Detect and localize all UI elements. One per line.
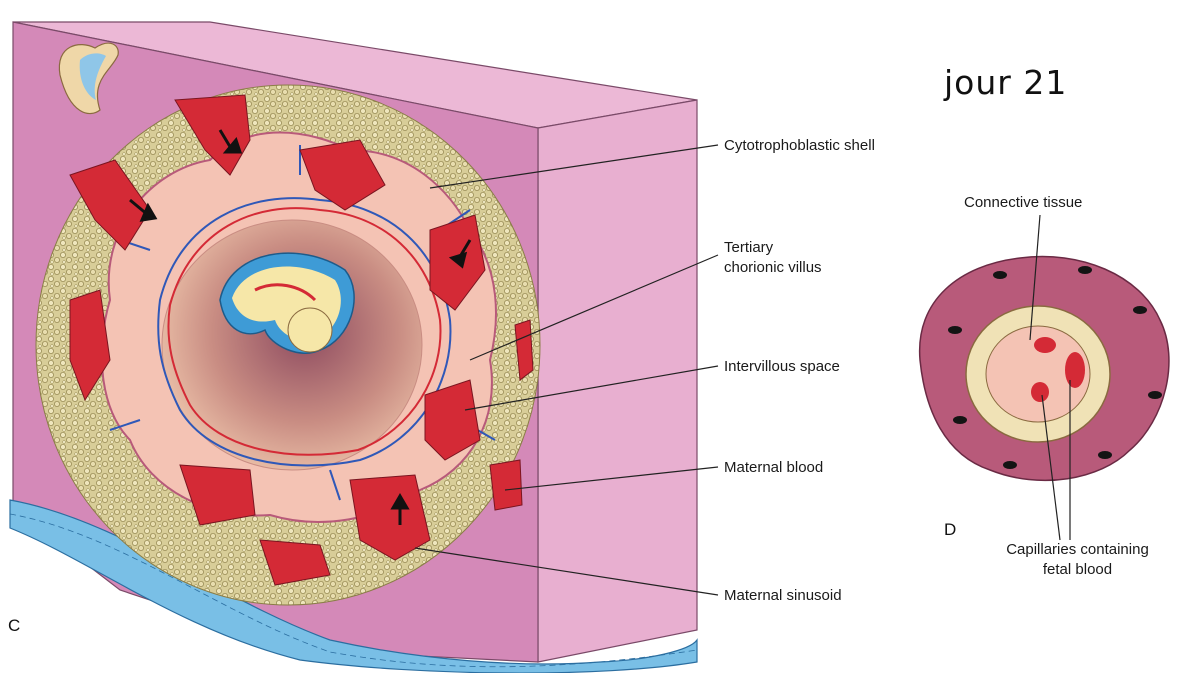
label-connective-tissue: Connective tissue <box>964 193 1082 212</box>
label-tertiary-line1: Tertiary <box>724 238 773 257</box>
label-capillaries-line2: fetal blood <box>990 560 1165 579</box>
label-capillaries-line1: Capillaries containing <box>990 540 1165 559</box>
label-maternal-sinusoid: Maternal sinusoid <box>724 586 842 605</box>
label-cytotrophoblastic-shell: Cytotrophoblastic shell <box>724 136 875 155</box>
panel-letter-d: D <box>944 520 956 540</box>
day-heading: jour 21 <box>944 63 1067 102</box>
label-maternal-blood: Maternal blood <box>724 458 823 477</box>
panel-letter-c: C <box>8 616 20 636</box>
block-side-face <box>538 100 697 662</box>
label-tertiary-line2: chorionic villus <box>724 258 822 277</box>
villus-cross-section <box>920 257 1169 481</box>
label-intervillous-space: Intervillous space <box>724 357 840 376</box>
